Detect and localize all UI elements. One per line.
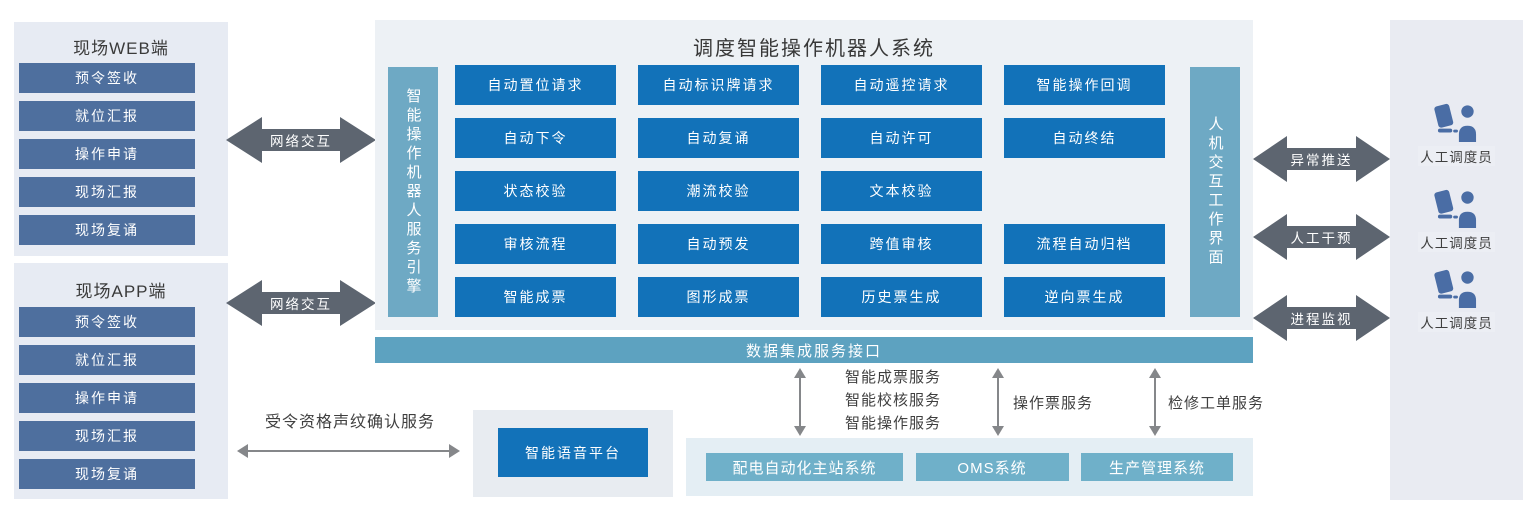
ticket-service-arrow — [793, 368, 807, 436]
dispatcher-label: 人工调度员 — [1418, 146, 1495, 166]
double-arrow-icon — [1253, 295, 1390, 341]
dispatcher-label: 人工调度员 — [1418, 232, 1495, 252]
voiceprint-service-arrow — [237, 443, 460, 459]
grid-cell-powerflow-check: 潮流校验 — [638, 171, 799, 211]
grid-cell-reverse-ticket: 逆向票生成 — [1004, 277, 1165, 317]
voice-platform-panel: 智能语音平台 — [473, 410, 673, 497]
service-engine-strip: 智能操作机器人服务引擎 — [388, 67, 438, 317]
grid-cell-auto-archive: 流程自动归档 — [1004, 224, 1165, 264]
exception-push-arrow: 异常推送 — [1253, 136, 1390, 182]
web-item-preorder-sign: 预令签收 — [19, 63, 195, 93]
grid-cell-review-flow: 审核流程 — [455, 224, 616, 264]
grid-cell-text-check: 文本校验 — [821, 171, 982, 211]
service-label-group: 智能成票服务 智能校核服务 智能操作服务 — [845, 366, 941, 435]
network-arrow-web: 网络交互 — [226, 117, 376, 163]
double-arrow-icon — [1253, 136, 1390, 182]
dispatcher-block: 人工调度员 — [1390, 268, 1523, 332]
process-monitor-label: 进程监视 — [1290, 311, 1353, 327]
arrow-up-icon — [1149, 368, 1161, 378]
manual-intervene-label: 人工干预 — [1290, 230, 1353, 246]
voiceprint-service-label: 受令资格声纹确认服务 — [264, 414, 435, 431]
app-panel-title: 现场APP端 — [75, 282, 167, 301]
grid-cell-auto-terminate: 自动终结 — [1004, 118, 1165, 158]
service-smart-check: 智能校核服务 — [845, 392, 942, 409]
voice-platform-box: 智能语音平台 — [498, 428, 648, 477]
arrow-right-icon — [449, 444, 460, 458]
network-arrow-app: 网络交互 — [226, 280, 376, 326]
external-systems-panel: 配电自动化主站系统 OMS系统 生产管理系统 — [686, 438, 1253, 496]
manual-intervene-arrow: 人工干预 — [1253, 214, 1390, 260]
arrow-left-icon — [237, 444, 248, 458]
system-distribution-automation: 配电自动化主站系统 — [706, 453, 903, 481]
network-arrow-label: 网络交互 — [270, 133, 332, 149]
robot-system-panel: 调度智能操作机器人系统 智能操作机器人服务引擎 自动置位请求 自动标识牌请求 自… — [375, 20, 1253, 330]
arrow-line — [798, 376, 802, 428]
service-engine-label: 智能操作机器人服务引擎 — [404, 87, 422, 297]
grid-cell-status-check: 状态校验 — [455, 171, 616, 211]
system-production-management: 生产管理系统 — [1081, 453, 1233, 481]
data-integration-label: 数据集成服务接口 — [745, 342, 882, 360]
dispatcher-label: 人工调度员 — [1418, 312, 1495, 332]
exception-push-label: 异常推送 — [1290, 152, 1353, 168]
dispatcher-panel: 人工调度员 人工调度员 — [1390, 20, 1523, 500]
grid-cell-auto-position-request: 自动置位请求 — [455, 65, 616, 105]
web-item-operation-apply: 操作申请 — [19, 139, 195, 169]
operation-ticket-arrow — [991, 368, 1005, 436]
grid-cell-auto-preissue: 自动预发 — [638, 224, 799, 264]
app-item-operation-apply: 操作申请 — [19, 383, 195, 413]
grid-cell-auto-remote-request: 自动遥控请求 — [821, 65, 982, 105]
system-title: 调度智能操作机器人系统 — [693, 38, 935, 60]
arrow-down-icon — [794, 426, 806, 436]
arrow-line — [245, 449, 452, 453]
grid-cell-auto-command: 自动下令 — [455, 118, 616, 158]
grid-cell-cross-shift-review: 跨值审核 — [821, 224, 982, 264]
web-item-inplace-report: 就位汇报 — [19, 101, 195, 131]
app-item-site-report: 现场汇报 — [19, 421, 195, 451]
grid-cell-auto-permit: 自动许可 — [821, 118, 982, 158]
grid-cell-smart-op-callback: 智能操作回调 — [1004, 65, 1165, 105]
grid-cell-auto-tag-request: 自动标识牌请求 — [638, 65, 799, 105]
web-item-site-report: 现场汇报 — [19, 177, 195, 207]
service-maintenance-order: 检修工单服务 — [1168, 395, 1265, 412]
service-smart-operation: 智能操作服务 — [845, 415, 942, 432]
double-arrow-icon — [226, 280, 376, 326]
app-item-preorder-sign: 预令签收 — [19, 307, 195, 337]
dispatcher-at-desk-icon — [1433, 189, 1476, 228]
grid-cell-auto-repeat: 自动复诵 — [638, 118, 799, 158]
hmi-strip-label: 人机交互工作界面 — [1206, 116, 1224, 268]
app-item-inplace-report: 就位汇报 — [19, 345, 195, 375]
system-oms: OMS系统 — [915, 453, 1069, 481]
arrow-line — [1153, 376, 1157, 428]
maintenance-order-arrow — [1148, 368, 1162, 436]
function-grid: 自动置位请求 自动标识牌请求 自动遥控请求 智能操作回调 自动下令 自动复诵 自… — [455, 65, 1165, 317]
grid-cell-smart-ticket: 智能成票 — [455, 277, 616, 317]
grid-cell-empty — [1004, 171, 1165, 211]
dispatcher-block: 人工调度员 — [1390, 188, 1523, 252]
dispatcher-block: 人工调度员 — [1390, 102, 1523, 166]
dispatcher-at-desk-icon — [1433, 269, 1476, 308]
arrow-up-icon — [992, 368, 1004, 378]
arrow-up-icon — [794, 368, 806, 378]
hmi-strip: 人机交互工作界面 — [1190, 67, 1240, 317]
process-monitor-arrow: 进程监视 — [1253, 295, 1390, 341]
service-operation-ticket: 操作票服务 — [1013, 395, 1094, 412]
web-panel-title: 现场WEB端 — [73, 39, 169, 58]
service-smart-ticket: 智能成票服务 — [845, 369, 942, 386]
double-arrow-icon — [226, 117, 376, 163]
network-arrow-label: 网络交互 — [270, 296, 332, 312]
arrow-down-icon — [1149, 426, 1161, 436]
web-item-site-repeat: 现场复诵 — [19, 215, 195, 245]
app-item-site-repeat: 现场复诵 — [19, 459, 195, 489]
arrow-down-icon — [992, 426, 1004, 436]
dispatcher-at-desk-icon — [1433, 103, 1476, 142]
double-arrow-icon — [1253, 214, 1390, 260]
grid-cell-history-ticket: 历史票生成 — [821, 277, 982, 317]
data-integration-bar: 数据集成服务接口 — [375, 337, 1253, 363]
grid-cell-graphic-ticket: 图形成票 — [638, 277, 799, 317]
arrow-line — [996, 376, 1000, 428]
